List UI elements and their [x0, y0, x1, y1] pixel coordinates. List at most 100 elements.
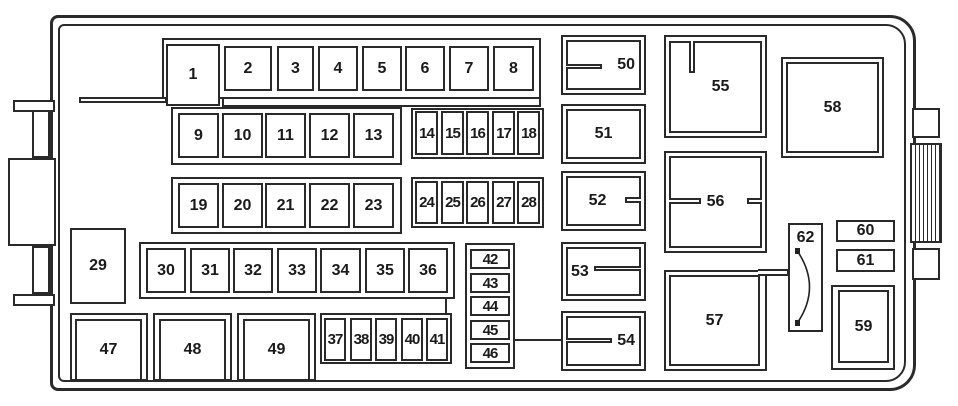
- fuse-label: 55: [711, 78, 730, 95]
- fuse-4[interactable]: 4: [318, 46, 358, 91]
- relay-53[interactable]: 53: [566, 247, 641, 296]
- fuse-61[interactable]: 61: [836, 249, 895, 272]
- fuse-17[interactable]: 17: [492, 111, 515, 155]
- fuse-label: 62: [796, 229, 815, 246]
- fuse-48[interactable]: 48: [159, 319, 226, 381]
- fuse-18[interactable]: 18: [517, 111, 540, 155]
- relay-53-slot: [594, 266, 641, 271]
- fuse-14[interactable]: 14: [415, 111, 438, 155]
- fuse-label: 40: [404, 331, 421, 348]
- fuse-36[interactable]: 36: [408, 248, 448, 293]
- fuse-26[interactable]: 26: [466, 181, 489, 224]
- fuse-label: 10: [233, 126, 252, 144]
- connector-46-54: [514, 339, 562, 341]
- fuse-label: 2: [243, 59, 253, 77]
- fuse-19[interactable]: 19: [178, 183, 219, 228]
- fuse-16[interactable]: 16: [466, 111, 489, 155]
- fuse-21[interactable]: 21: [265, 183, 306, 228]
- relay-57[interactable]: 57: [669, 275, 760, 366]
- fuse-label: 6: [420, 59, 430, 77]
- fuse-38[interactable]: 38: [350, 318, 372, 361]
- fuse-label: 58: [823, 98, 842, 116]
- relay-55-slot: [689, 41, 695, 73]
- fuse-label: 35: [376, 261, 394, 279]
- fuse-5[interactable]: 5: [362, 46, 402, 91]
- fuse-7[interactable]: 7: [449, 46, 489, 91]
- fuse-42[interactable]: 42: [470, 249, 510, 269]
- fuse-47[interactable]: 47: [75, 319, 142, 381]
- relay-50-slot: [566, 64, 602, 69]
- fuse-6[interactable]: 6: [405, 46, 445, 91]
- relay-51[interactable]: 51: [566, 109, 641, 159]
- fuse-label: 23: [364, 196, 383, 214]
- fuse-label: 3: [291, 59, 300, 77]
- fuse-label: 9: [194, 126, 203, 144]
- fuse-46[interactable]: 46: [470, 343, 510, 363]
- fuse-label: 26: [470, 194, 486, 211]
- fuse-34[interactable]: 34: [320, 248, 361, 293]
- fuse-40[interactable]: 40: [401, 318, 423, 361]
- fuse-label: 53: [571, 262, 589, 280]
- fuse-label: 14: [419, 124, 435, 142]
- fuse-37[interactable]: 37: [324, 318, 346, 361]
- divider-bar-right: [222, 97, 541, 107]
- fuse-30[interactable]: 30: [146, 248, 186, 293]
- fuse-28[interactable]: 28: [517, 181, 540, 224]
- fuse-25[interactable]: 25: [441, 181, 464, 224]
- fuse-label: 36: [419, 261, 437, 279]
- fuse-label: 39: [378, 331, 395, 348]
- fuse-label: 47: [99, 341, 118, 358]
- fuse-31[interactable]: 31: [190, 248, 230, 293]
- fuse-label: 7: [464, 59, 474, 77]
- fuse-15[interactable]: 15: [441, 111, 464, 155]
- fuse-label: 16: [470, 124, 486, 142]
- fuse-label: 50: [617, 56, 635, 73]
- fuse-23[interactable]: 23: [353, 183, 394, 228]
- fuse-10[interactable]: 10: [222, 113, 263, 158]
- fuse-49[interactable]: 49: [243, 319, 310, 381]
- fuse-3[interactable]: 3: [277, 46, 314, 91]
- fuse-33[interactable]: 33: [277, 248, 317, 293]
- fuse-39[interactable]: 39: [375, 318, 397, 361]
- fuse-41[interactable]: 41: [426, 318, 448, 361]
- fuse-32[interactable]: 32: [233, 248, 273, 293]
- fuse-11[interactable]: 11: [265, 113, 306, 158]
- fuse-13[interactable]: 13: [353, 113, 394, 158]
- fuse-label: 51: [594, 125, 613, 142]
- left-clip-mid: [8, 158, 56, 246]
- fuse-1[interactable]: 1: [166, 44, 220, 106]
- fuse-label: 37: [327, 331, 344, 348]
- fuse-59[interactable]: 59: [838, 290, 889, 363]
- fuse-44[interactable]: 44: [470, 296, 510, 316]
- fuse-8[interactable]: 8: [493, 46, 534, 91]
- relay-55[interactable]: 55: [669, 41, 762, 133]
- fuse-label: 25: [445, 194, 461, 211]
- fuse-27[interactable]: 27: [492, 181, 515, 224]
- fuse-22[interactable]: 22: [309, 183, 350, 228]
- fuse-43[interactable]: 43: [470, 273, 510, 293]
- fuse-label: 34: [331, 261, 350, 279]
- fuse-label: 22: [320, 196, 339, 214]
- fuse-35[interactable]: 35: [365, 248, 405, 293]
- fuse-62[interactable]: 62: [788, 223, 823, 332]
- fuse-60[interactable]: 60: [836, 220, 895, 242]
- fuse-29[interactable]: 29: [70, 228, 126, 304]
- fuse-label: 52: [588, 192, 607, 209]
- left-clip-bottom: [13, 294, 55, 306]
- fuse-label: 8: [509, 59, 518, 77]
- fuse-label: 29: [89, 257, 107, 274]
- fuse-24[interactable]: 24: [415, 181, 438, 224]
- right-connector-bottom: [912, 248, 940, 280]
- fuse-label: 1: [188, 66, 198, 83]
- fuse-2[interactable]: 2: [224, 46, 272, 91]
- relay-57-tab: [758, 269, 789, 276]
- fuse-label: 19: [189, 196, 208, 214]
- relay-58[interactable]: 58: [786, 62, 879, 153]
- fuse-12[interactable]: 12: [309, 113, 350, 158]
- fuse-label: 28: [521, 194, 537, 211]
- fuse-9[interactable]: 9: [178, 113, 219, 158]
- fuse-45[interactable]: 45: [470, 320, 510, 340]
- fuse-20[interactable]: 20: [222, 183, 263, 228]
- relay-52-slot: [625, 197, 641, 203]
